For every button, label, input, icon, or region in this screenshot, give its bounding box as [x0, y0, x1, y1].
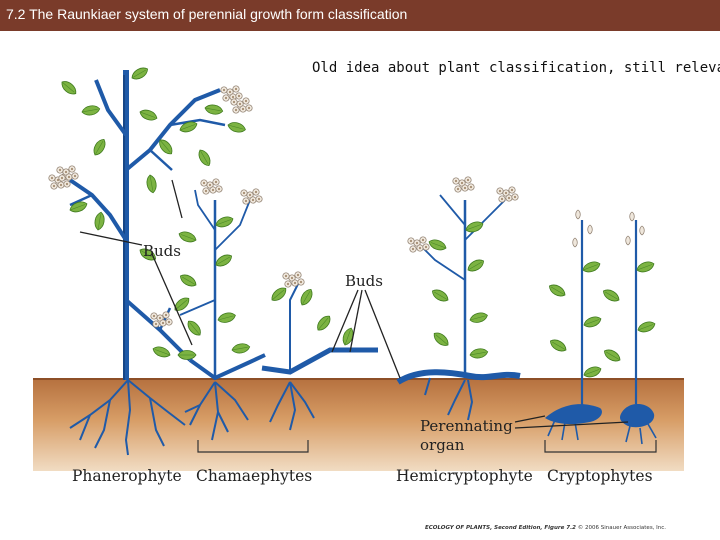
- slide-subtitle: Old idea about plant classification, sti…: [312, 60, 720, 76]
- category-hemicryptophyte: Hemicryptophyte: [396, 467, 533, 485]
- credit-book: ECOLOGY OF PLANTS, Second Edition, Figur…: [425, 525, 576, 531]
- credit-rest: © 2006 Sinauer Associates, Inc.: [576, 525, 667, 531]
- phanerophyte-roots: [69, 379, 186, 456]
- category-phanerophyte: Phanerophyte: [72, 467, 182, 485]
- perennating-label-line1: Perennating: [420, 417, 513, 435]
- buds-label-right: Buds: [345, 272, 383, 290]
- chamaephyte-plant-1: [151, 179, 266, 441]
- leader-lines: [79, 179, 629, 429]
- slide-title: 7.2 The Raunkiaer system of perennial gr…: [6, 6, 408, 22]
- header-bar: 7.2 The Raunkiaer system of perennial gr…: [0, 0, 720, 31]
- category-cryptophytes: Cryptophytes: [547, 467, 653, 485]
- cryptophyte-plant-2: [600, 211, 657, 445]
- hemicryptophyte-plant: [396, 177, 521, 421]
- perennating-label-line2: organ: [420, 436, 465, 454]
- phanerophyte-plant: [49, 64, 252, 456]
- figure-credit: ECOLOGY OF PLANTS, Second Edition, Figur…: [425, 525, 666, 531]
- chamaephyte-plant-2: [261, 272, 378, 431]
- buds-label-left: Buds: [143, 242, 181, 260]
- category-brackets: [197, 440, 657, 453]
- category-chamaephytes: Chamaephytes: [196, 467, 312, 485]
